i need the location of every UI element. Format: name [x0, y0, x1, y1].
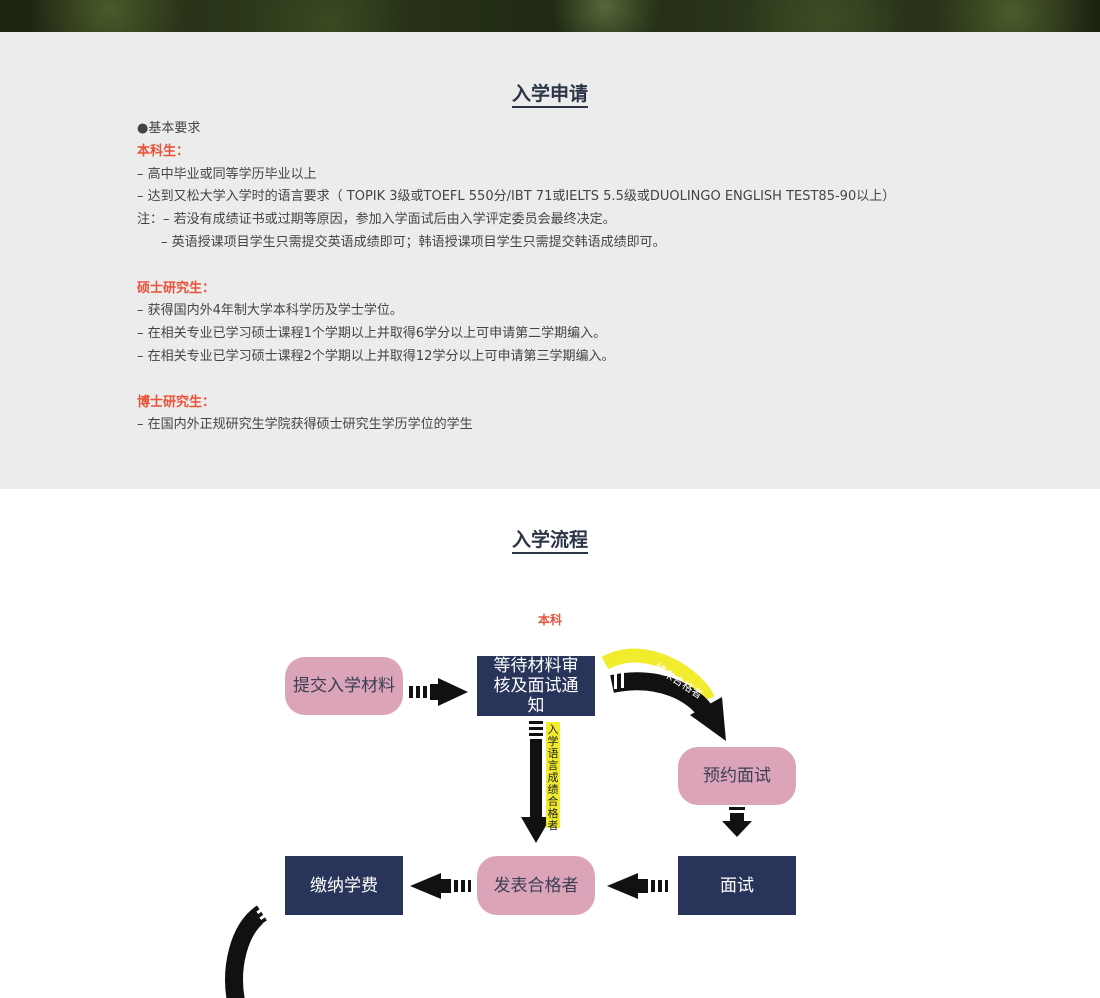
- admission-process-section: 入学流程 本科: [0, 489, 1100, 998]
- phd-heading: 博士研究生：: [137, 394, 216, 410]
- arrow-left-icon: [410, 873, 471, 899]
- arrow-down-small-icon: [722, 801, 752, 837]
- flow-node-announce: 发表合格者: [477, 856, 595, 915]
- curved-arrow-down-icon: [225, 898, 283, 998]
- undergrad-line-2: – 达到又松大学入学时的语言要求（ TOPIK 3级或TOEFL 550分/IB…: [137, 189, 896, 205]
- master-line-1: – 获得国内外4年制大学本科学历及学士学位。: [137, 303, 403, 319]
- undergrad-line-1: – 高中毕业或同等学历毕业以上: [137, 166, 317, 182]
- curved-arrow-icon: [601, 648, 726, 741]
- master-line-2: – 在相关专业已学习硕士课程1个学期以上并取得6学分以上可申请第二学期编入。: [137, 326, 607, 342]
- header-banner-image: [0, 0, 1100, 32]
- admission-requirements-section: 入学申请 ●基本要求 本科生： – 高中毕业或同等学历毕业以上 – 达到又松大学…: [0, 32, 1100, 489]
- requirements-body: ●基本要求 本科生： – 高中毕业或同等学历毕业以上 – 达到又松大学入学时的语…: [137, 118, 1017, 437]
- phd-line-1: – 在国内外正规研究生学院获得硕士研究生学历学位的学生: [137, 417, 473, 433]
- master-line-3: – 在相关专业已学习硕士课程2个学期以上并取得12学分以上可申请第三学期编入。: [137, 348, 615, 364]
- arrow-down-icon: [521, 721, 551, 843]
- language-qualified-label: 入学语言成绩合格者: [546, 722, 560, 832]
- flow-arrows: [225, 648, 752, 998]
- undergrad-note: 注：– 若没有成绩证书或过期等原因，参加入学面试后由入学评定委员会最终决定。: [137, 212, 616, 228]
- undergrad-note-2: – 英语授课项目学生只需提交英语成绩即可；韩语授课项目学生只需提交韩语成绩即可。: [161, 234, 666, 250]
- flow-node-submit: 提交入学材料: [285, 657, 403, 715]
- undergrad-process-label: 本科: [537, 613, 562, 627]
- section-title-process: 入学流程: [0, 525, 1100, 554]
- flow-node-review: 等待材料审核及面试通知: [477, 656, 595, 716]
- basic-requirements-label: ●基本要求: [137, 121, 201, 136]
- master-heading: 硕士研究生：: [137, 280, 216, 296]
- flow-node-pay: 缴纳学费: [285, 856, 403, 915]
- undergrad-heading: 本科生：: [137, 143, 190, 159]
- arrow-right-icon: [409, 678, 468, 706]
- arrow-left-icon: [607, 873, 668, 899]
- flow-node-appointment: 预约面试: [678, 747, 796, 805]
- section-title-admission: 入学申请: [0, 79, 1100, 108]
- flow-node-interview: 面试: [678, 856, 796, 915]
